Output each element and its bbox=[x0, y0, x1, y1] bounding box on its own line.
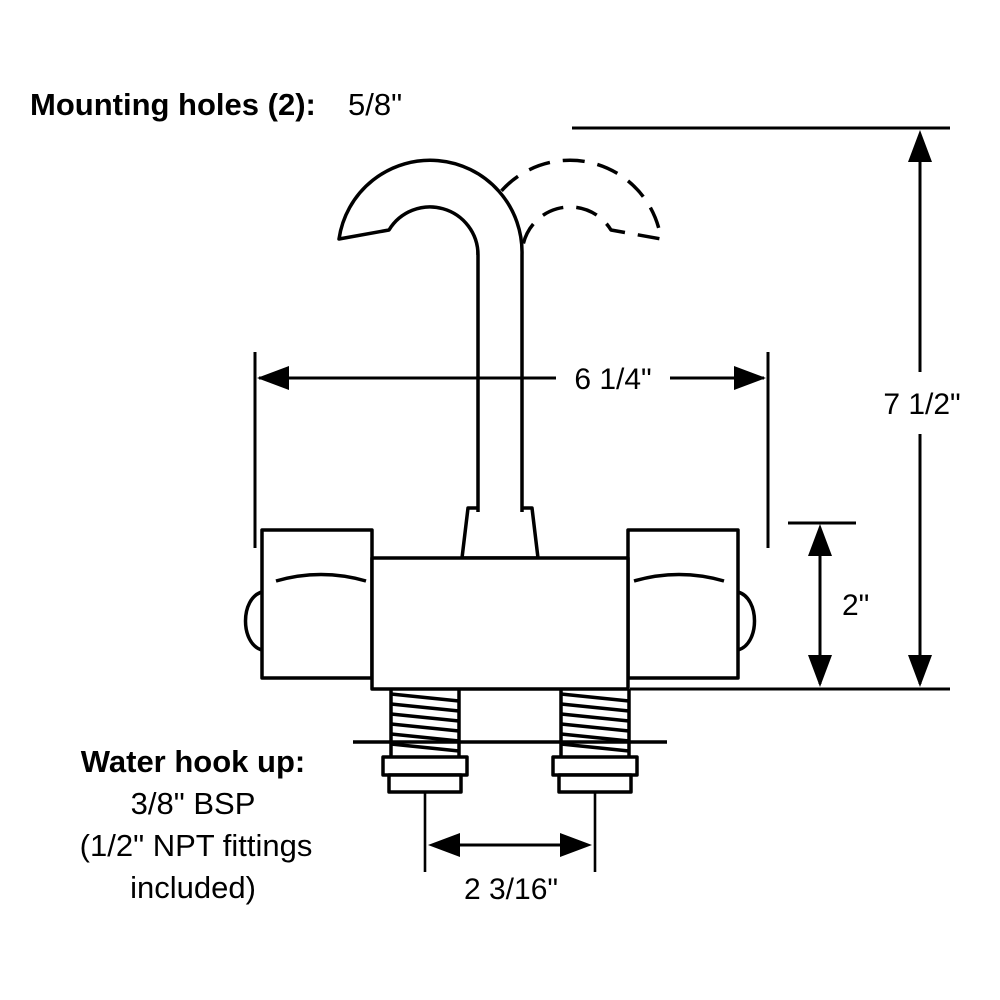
left-shank-threads bbox=[390, 692, 460, 753]
label-group: Mounting holes (2): 5/8" 6 1/4" 7 1/2" 2… bbox=[30, 87, 961, 906]
spout-dashed-outline bbox=[476, 158, 663, 256]
right-handle-crease bbox=[633, 572, 725, 583]
dim-spout-reach-arrow-right bbox=[734, 366, 766, 390]
right-handle bbox=[626, 528, 740, 680]
spout-solid-outline bbox=[337, 158, 524, 512]
dim-body-height-arrow-top bbox=[808, 524, 832, 556]
inlet-group bbox=[353, 689, 667, 872]
right-shank-threads bbox=[560, 692, 630, 753]
right-nut-lower bbox=[557, 773, 633, 794]
mounting-holes-label: Mounting holes (2): bbox=[30, 87, 316, 122]
left-nut-lower bbox=[387, 773, 463, 794]
spout-group bbox=[337, 158, 663, 560]
dim-spout-reach-label: 6 1/4" bbox=[574, 363, 651, 396]
spout-base bbox=[460, 506, 540, 560]
left-handle bbox=[260, 528, 374, 680]
mounting-holes-value: 5/8" bbox=[348, 87, 402, 122]
dim-overall-height-label: 7 1/2" bbox=[883, 388, 960, 421]
dim-inlet-spacing-label: 2 3/16" bbox=[464, 873, 558, 906]
dim-inlet-spacing-arrow-left bbox=[428, 833, 460, 857]
dim-spout-reach-arrow-left bbox=[257, 366, 289, 390]
dim-inlet-spacing-arrow-right bbox=[560, 833, 592, 857]
water-hookup-title: Water hook up: bbox=[81, 744, 305, 779]
left-handle-crease bbox=[275, 572, 367, 583]
dim-body-height-label: 2" bbox=[842, 589, 869, 622]
left-handle-knob bbox=[243, 590, 263, 652]
water-hookup-note-line2: included) bbox=[130, 870, 256, 905]
dim-body-height-arrow-bottom bbox=[808, 655, 832, 687]
dimension-group bbox=[253, 126, 950, 857]
right-nut-upper bbox=[551, 755, 639, 777]
right-handle-knob bbox=[737, 590, 757, 652]
center-body-block bbox=[370, 556, 630, 691]
dim-overall-arrow-top bbox=[908, 130, 932, 162]
dim-overall-arrow-bottom bbox=[908, 655, 932, 687]
left-nut-upper bbox=[381, 755, 469, 777]
water-hookup-note-line1: (1/2" NPT fittings bbox=[80, 828, 313, 863]
body-group bbox=[243, 528, 757, 691]
water-hookup-spec: 3/8" BSP bbox=[131, 786, 256, 821]
